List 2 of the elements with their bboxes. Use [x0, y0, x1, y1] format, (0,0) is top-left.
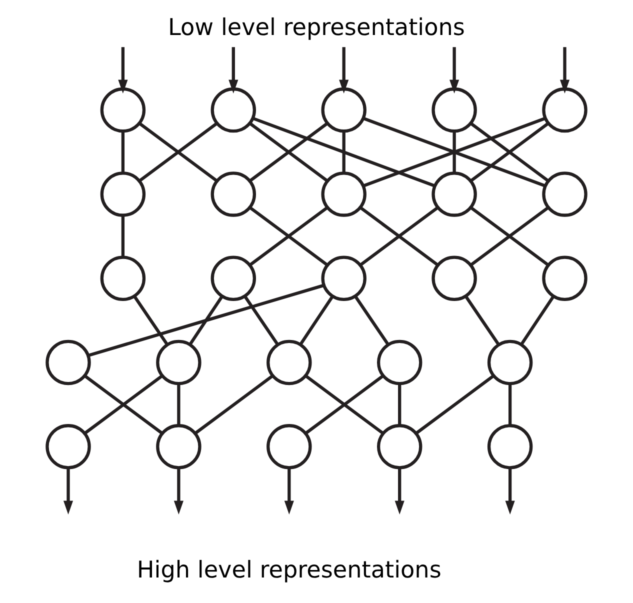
- diagram-title: Low level representations: [168, 15, 465, 42]
- caption: High level representations: [136, 557, 442, 584]
